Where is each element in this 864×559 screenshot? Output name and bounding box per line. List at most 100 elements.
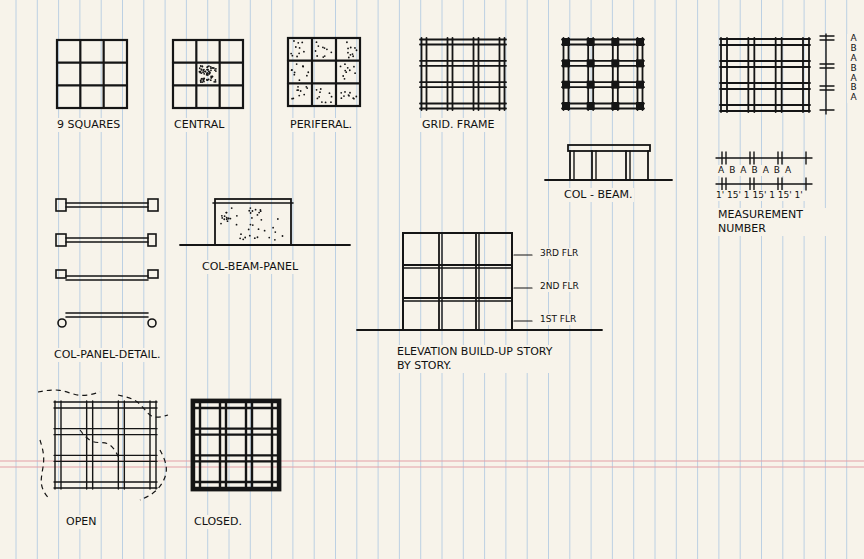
beam [568, 145, 650, 151]
stipple-dot [293, 74, 295, 76]
stipple-dot [354, 47, 356, 49]
sketch-label: 1' 15' 1 15' 1 15' 1' [714, 190, 805, 201]
double-grid-line [720, 38, 810, 40]
double-grid-line [642, 38, 644, 110]
stipple-dot [329, 92, 331, 94]
stipple-dot [274, 239, 276, 241]
double-grid-line [54, 407, 157, 408]
double-grid-line [720, 82, 810, 84]
double-grid-line [54, 434, 157, 435]
sketch-label: ABABABA [716, 165, 798, 176]
stipple-dot [347, 48, 349, 50]
column-square [587, 38, 595, 46]
stipple-dot [301, 42, 303, 44]
double-grid-line [562, 65, 644, 67]
stipple-dot [298, 52, 300, 54]
sketches [38, 34, 834, 500]
dimension-tick [805, 178, 806, 190]
double-grid-line [251, 401, 253, 489]
stipple-dot [331, 96, 333, 98]
stipple-dot [203, 69, 205, 71]
panel-edge [66, 237, 148, 239]
stipple-dot [223, 218, 225, 220]
sketch-label: GRID. FRAME [420, 118, 496, 132]
double-grid-line [426, 38, 428, 110]
stipple-dot [210, 79, 212, 81]
column [569, 151, 571, 180]
dimension-line [825, 34, 826, 114]
stipple-dot [303, 94, 305, 96]
stipple-dot [203, 78, 205, 80]
sketch-label: COL-BEAM-PANEL [200, 260, 300, 274]
stipple-dot [274, 231, 276, 233]
margin-line [0, 460, 864, 461]
dimension-tick [721, 152, 722, 164]
stipple-dot [294, 72, 296, 74]
double-grid-line [562, 39, 644, 41]
stipple-dot [201, 66, 203, 68]
stipple-dot [212, 76, 214, 78]
double-grid-line [193, 427, 279, 429]
double-grid-line [720, 44, 810, 46]
stipple-dot [249, 235, 251, 237]
double-grid-line [720, 110, 810, 112]
stipple-dot [296, 56, 298, 58]
rule-line [420, 0, 421, 559]
stipple-dot [255, 209, 257, 211]
double-grid-line [193, 407, 279, 409]
ground-line [545, 179, 672, 181]
stipple-dot [325, 102, 327, 104]
grid-line [288, 82, 360, 84]
stipple-dot [291, 69, 293, 71]
flow-line [118, 395, 168, 417]
stipple-dot [207, 69, 209, 71]
stipple-dot [318, 96, 320, 98]
stipple-dot [282, 235, 284, 237]
double-grid-line [193, 454, 279, 456]
double-grid-line [420, 103, 506, 105]
dimension-tick [749, 178, 750, 190]
stipple-dot [352, 97, 354, 99]
double-grid-line [563, 38, 565, 110]
double-grid-line [118, 401, 119, 489]
panel-edge [66, 312, 148, 314]
margin-line [0, 466, 864, 467]
floor-line [403, 264, 512, 266]
dimension-line [716, 183, 812, 184]
double-grid-line [219, 401, 221, 489]
stipple-dot [226, 212, 228, 214]
stipple-dot [347, 67, 349, 69]
column [647, 151, 649, 180]
double-grid-line [592, 38, 594, 110]
dimension-tick [820, 85, 834, 86]
stipple-dot [291, 55, 293, 57]
stipple-dot [202, 79, 204, 81]
double-grid-line [271, 401, 273, 489]
double-grid-line [54, 401, 157, 402]
stipple-dot [201, 68, 203, 70]
leader-line [514, 254, 532, 255]
sketch-label: MEASUREMENT NUMBER [716, 208, 840, 236]
double-grid-line [420, 39, 506, 41]
double-grid-line [420, 86, 506, 88]
stipple-dot [202, 71, 204, 73]
stipple-dot [236, 224, 238, 226]
double-grid-line [562, 81, 644, 83]
double-grid-line [562, 60, 644, 62]
dimension-tick [820, 39, 834, 40]
stipple-dot [297, 86, 299, 88]
double-grid-line [245, 401, 247, 489]
stipple-dot [254, 237, 256, 239]
stipple-dot [324, 47, 326, 49]
stipple-dot [200, 69, 202, 71]
column-end [148, 199, 158, 211]
stipple-dot [324, 55, 326, 57]
rule-line [16, 0, 17, 559]
rule-line [58, 0, 59, 559]
stipple-dot [316, 55, 318, 57]
stipple-dot [199, 71, 201, 73]
dimension-tick [820, 35, 834, 36]
stipple-dot [322, 46, 324, 48]
stipple-dot [344, 78, 346, 80]
stipple-dot [290, 53, 292, 55]
